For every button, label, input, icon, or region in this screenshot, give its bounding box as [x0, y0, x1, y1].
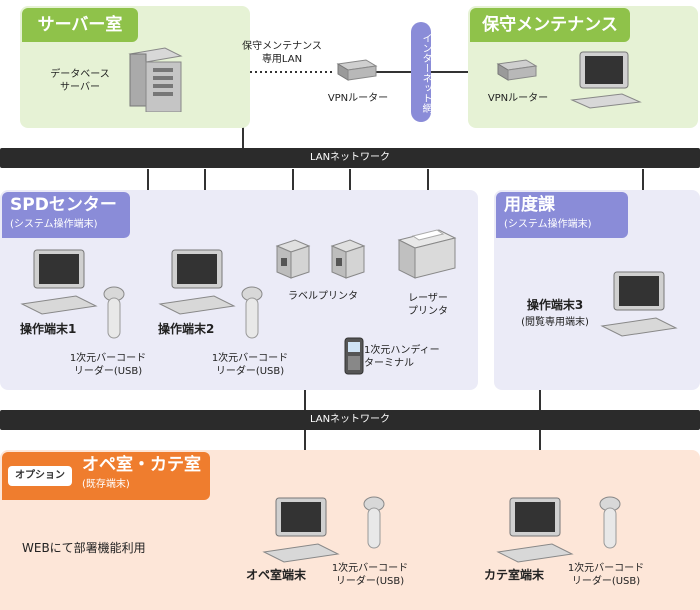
maintenance-title: 保守メンテナンス [470, 8, 630, 42]
lan-bus-top: LANネットワーク [0, 148, 700, 168]
spd-center-tab [2, 192, 130, 238]
laser-printer-label: レーザー プリンタ [408, 293, 448, 317]
server-icon [128, 47, 183, 112]
db-server-label: データベース サーバー [50, 69, 110, 93]
pc-icon-3 [600, 271, 678, 337]
cath-reader-label: 1次元バーコード リーダー(USB) [567, 563, 645, 587]
vpn-router-icon [336, 59, 378, 81]
vpn-router-label: VPNルーター [327, 93, 389, 104]
option-title: オペ室・カテ室 [82, 455, 201, 475]
vpn-router-icon-2 [496, 59, 538, 81]
cath-terminal-label: カテ室端末 [483, 568, 544, 582]
ope-terminal-label: オペ室端末 [245, 568, 306, 582]
cath-pc-icon [496, 497, 574, 563]
internet-label: インターネット網 [420, 33, 431, 113]
handy-terminal-icon [344, 337, 364, 375]
cath-reader-icon [599, 496, 621, 549]
terminal3-label: 操作端末3 [526, 298, 584, 312]
vpn-router-label-2: VPNルーター [487, 93, 549, 104]
laser-printer-icon [397, 229, 457, 279]
yodoka-subtitle: (システム操作端末) [504, 219, 592, 230]
barcode-reader-icon-1 [103, 286, 125, 339]
label-printer-icon-1 [275, 239, 311, 279]
maintenance-pc-icon [570, 51, 642, 109]
ope-pc-icon [262, 497, 340, 563]
pc-icon-1 [20, 249, 98, 315]
yodoka-title: 用度課 [504, 195, 555, 215]
terminal2-label: 操作端末2 [158, 322, 215, 336]
option-subtitle: (既存端末) [82, 479, 130, 490]
spd-center-subtitle: (システム操作端末) [10, 219, 98, 230]
web-usage-text: WEBにて部署機能利用 [22, 541, 146, 555]
label-printer-icon-2 [330, 239, 366, 279]
yodoka-tab [496, 192, 628, 238]
barcode-reader-icon-2 [241, 286, 263, 339]
ope-reader-icon [363, 496, 385, 549]
maintenance-lan-label: 保守メンテナンス 専用LAN [242, 41, 322, 65]
spd-center-title: SPDセンター [10, 195, 117, 215]
reader1-label: 1次元バーコード リーダー(USB) [69, 353, 147, 377]
pc-icon-2 [158, 249, 236, 315]
server-room-title: サーバー室 [22, 8, 138, 42]
handy-terminal-label: 1次元ハンディー ターミナル [364, 345, 440, 369]
reader2-label: 1次元バーコード リーダー(USB) [211, 353, 289, 377]
internet-pill [411, 22, 431, 122]
lan-bus-bottom: LANネットワーク [0, 410, 700, 430]
terminal1-label: 操作端末1 [20, 322, 77, 336]
terminal3-note: (閲覧専用端末) [521, 317, 589, 328]
ope-reader-label: 1次元バーコード リーダー(USB) [331, 563, 409, 587]
label-printer-label: ラベルプリンタ [288, 291, 358, 302]
option-badge: オプション [8, 466, 72, 486]
